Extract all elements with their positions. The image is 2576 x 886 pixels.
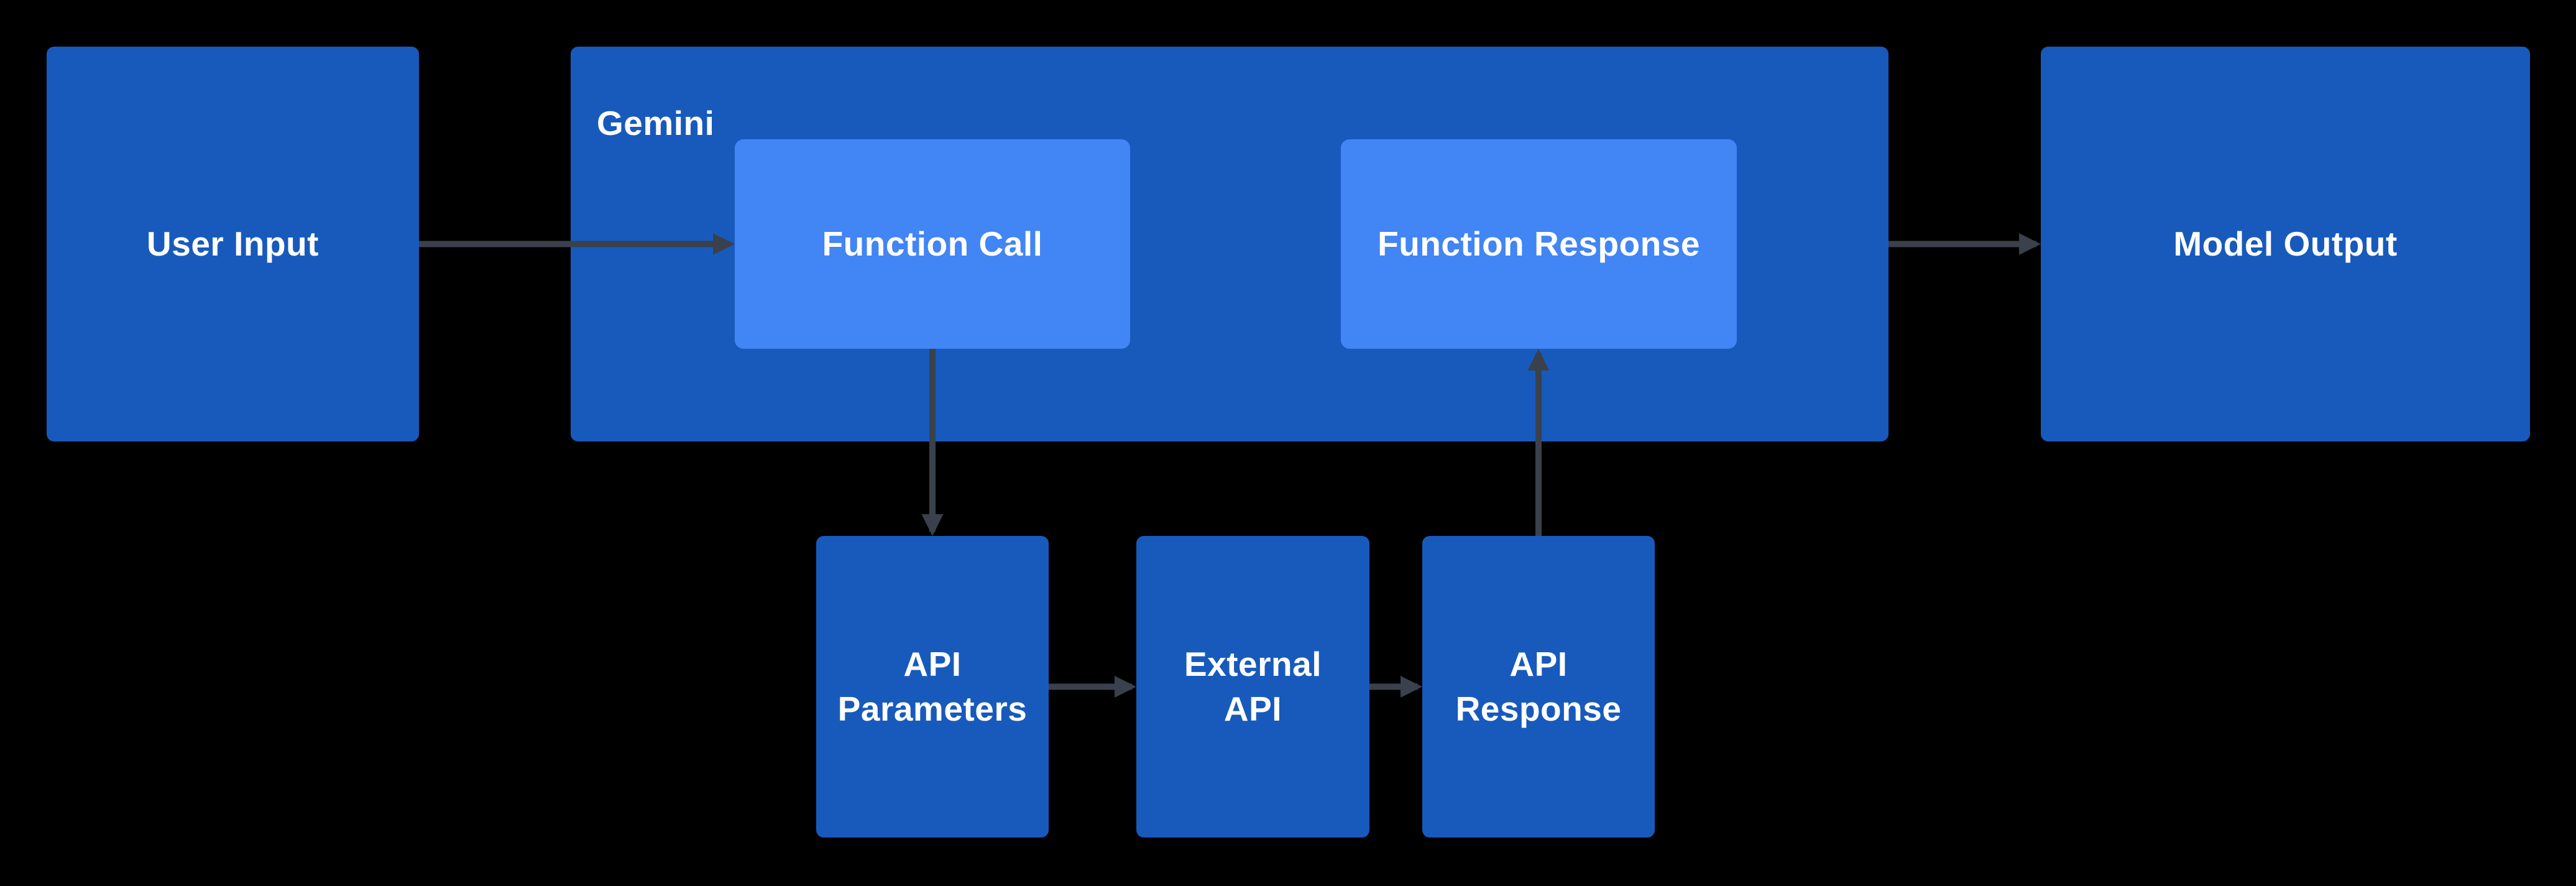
model-output-box: Model Output [2041, 47, 2530, 441]
function-call-label: Function Call [822, 224, 1043, 263]
gemini-container: Gemini Function Call Function Response [571, 47, 1888, 441]
user-input-box: User Input [47, 47, 419, 441]
function-response-label: Function Response [1378, 224, 1700, 263]
api-parameters-label: API Parameters [837, 645, 1028, 728]
user-input-label: User Input [147, 224, 319, 263]
model-output-label: Model Output [2173, 224, 2398, 263]
api-response-label: API Response [1455, 645, 1622, 728]
function-response-box: Function Response [1341, 139, 1737, 349]
gemini-label: Gemini [597, 104, 715, 142]
function-call-box: Function Call [735, 139, 1130, 349]
api-response-box: API Response [1422, 536, 1655, 838]
api-parameters-box: API Parameters [816, 536, 1049, 838]
external-api-label: External API [1184, 645, 1322, 728]
external-api-box: External API [1136, 536, 1369, 838]
